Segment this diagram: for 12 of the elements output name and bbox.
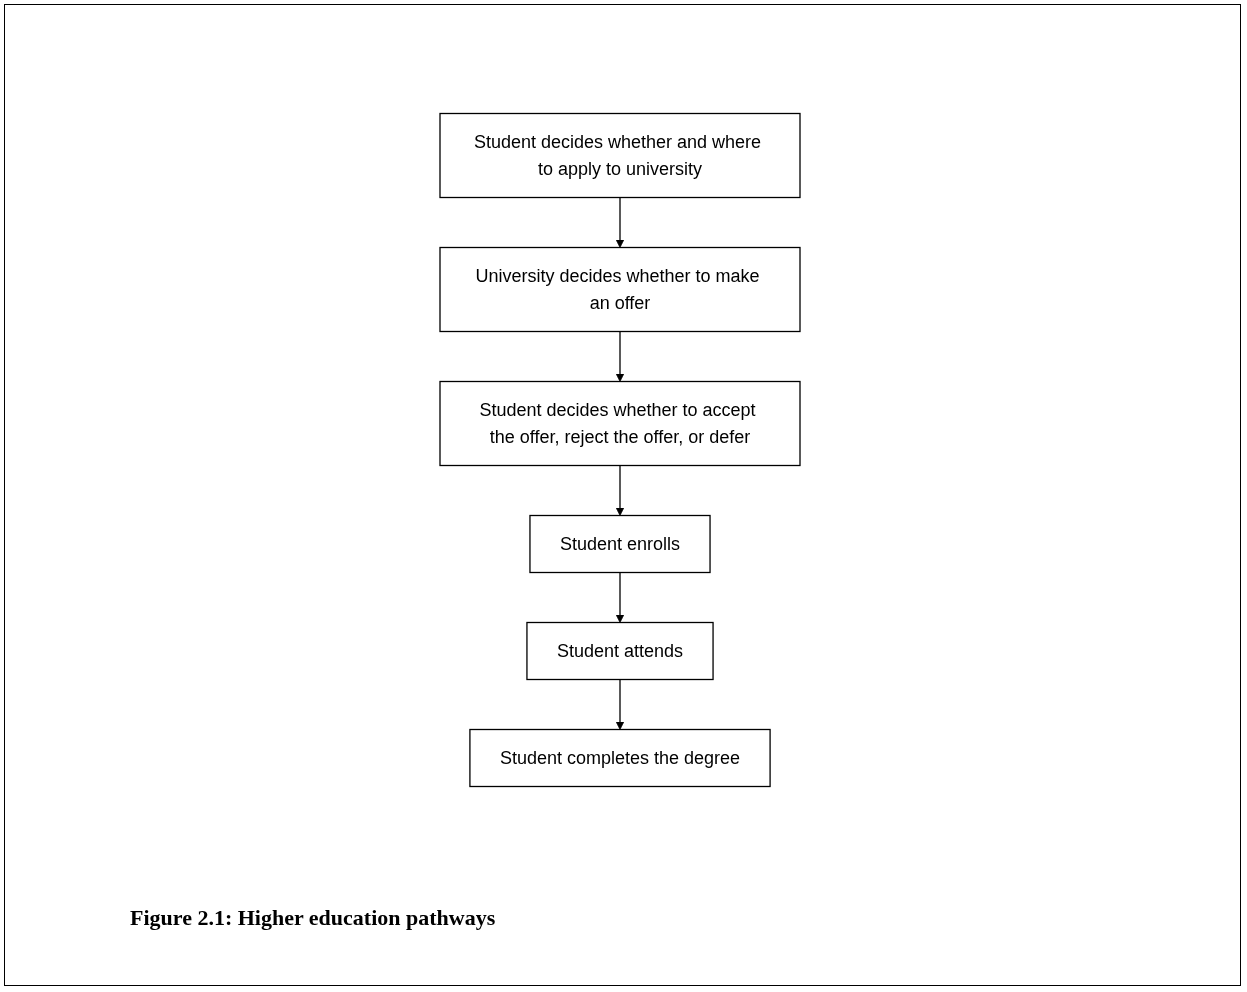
node-box: Student enrolls: [529, 514, 711, 574]
arrow: [615, 196, 625, 248]
node-box: Student decides whether to accept the offer, reject the offer, or defer: [439, 380, 801, 467]
node-box: Student decides whether and where to apply to university: [439, 112, 801, 199]
node-box: University decides whether to make an offer: [439, 246, 801, 333]
node-box: Student attends: [526, 621, 714, 681]
node-box: Student completes the degree: [469, 728, 771, 788]
arrow: [615, 678, 625, 730]
arrow: [615, 330, 625, 382]
arrow: [615, 464, 625, 516]
arrow: [615, 571, 625, 623]
figure-caption: Figure 2.1: Higher education pathways: [130, 905, 496, 931]
